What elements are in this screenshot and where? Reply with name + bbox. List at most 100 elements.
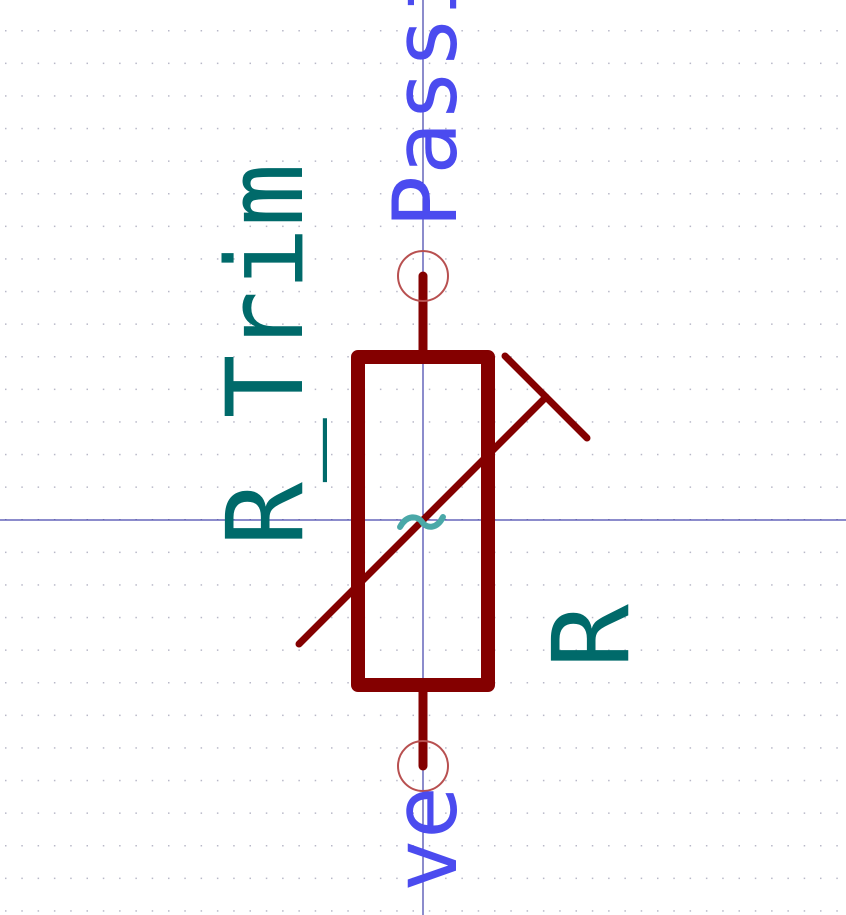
pin-bottom-connection-circle[interactable] — [397, 740, 449, 792]
grid-dot — [591, 682, 594, 684]
grid-dot — [412, 62, 414, 65]
grid-dot — [70, 356, 72, 358]
grid-dot — [314, 95, 317, 97]
grid-dot — [70, 845, 72, 847]
grid-dot — [608, 30, 610, 32]
grid-dot — [86, 127, 88, 130]
grid-dot — [477, 193, 480, 195]
grid-dot — [282, 486, 284, 488]
grid-dot — [119, 95, 121, 97]
grid-dot — [705, 193, 708, 195]
grid-dot — [510, 225, 512, 228]
grid-dot — [200, 453, 203, 456]
grid-dot — [510, 486, 512, 488]
pin-top-connection-circle[interactable] — [397, 250, 449, 302]
grid-dot — [477, 910, 480, 912]
grid-dot — [70, 649, 72, 651]
grid-dot — [86, 421, 88, 423]
grid-dot — [510, 193, 512, 195]
grid-dot — [575, 453, 577, 456]
grid-dot — [542, 95, 545, 97]
grid-dot — [820, 551, 822, 554]
grid-dot — [820, 323, 822, 325]
grid-dot — [216, 193, 219, 195]
grid-dot — [347, 682, 349, 684]
grid-dot — [542, 551, 545, 554]
grid-dot — [526, 812, 529, 814]
grid-dot — [754, 290, 757, 293]
grid-dot — [510, 258, 512, 260]
grid-dot — [102, 486, 105, 488]
grid-dot — [689, 323, 692, 325]
grid-dot — [624, 30, 626, 32]
grid-dot — [86, 649, 88, 651]
grid-dot — [5, 421, 7, 423]
grid-dot — [494, 62, 496, 65]
grid-dot — [70, 225, 72, 228]
grid-dot — [168, 160, 170, 162]
grid-dot — [445, 486, 447, 488]
grid-dot — [168, 714, 170, 717]
grid-dot — [233, 584, 235, 586]
grid-dot — [820, 30, 822, 32]
grid-dot — [53, 388, 56, 391]
grid-dot — [5, 747, 7, 749]
grid-dot — [657, 845, 659, 847]
grid-dot — [168, 290, 170, 293]
grid-dot — [233, 714, 235, 717]
grid-dot — [820, 193, 822, 195]
grid-dot — [803, 193, 806, 195]
grid-dot — [803, 779, 806, 782]
grid-dot — [526, 323, 529, 325]
grid-dot — [591, 486, 594, 488]
grid-dot — [526, 453, 529, 456]
grid-dot — [135, 225, 137, 228]
value-field-label[interactable]: R_Trim — [204, 163, 327, 546]
grid-dot — [542, 127, 545, 130]
grid-dot — [53, 225, 56, 228]
grid-dot — [70, 812, 72, 814]
grid-dot — [200, 910, 203, 912]
grid-dot — [5, 812, 7, 814]
grid-dot — [705, 910, 708, 912]
grid-dot — [477, 551, 480, 554]
grid-dot — [200, 421, 203, 423]
grid-dot — [379, 127, 382, 130]
grid-dot — [331, 356, 333, 358]
grid-dot — [53, 421, 56, 423]
grid-dot — [689, 486, 692, 488]
grid-dot — [200, 30, 203, 32]
grid-dot — [494, 877, 496, 880]
grid-dot — [575, 877, 577, 880]
grid-dot — [37, 812, 40, 814]
grid-dot — [249, 453, 251, 456]
grid-dot — [445, 747, 447, 749]
grid-dot — [494, 812, 496, 814]
grid-dot — [673, 584, 675, 586]
grid-dot — [542, 225, 545, 228]
grid-dot — [657, 584, 659, 586]
grid-dot — [575, 682, 577, 684]
grid-dot — [298, 551, 300, 554]
grid-dot — [771, 551, 773, 554]
grid-dot — [689, 388, 692, 391]
reference-field-label[interactable]: R — [530, 604, 653, 668]
grid-dot — [673, 225, 675, 228]
grid-dot — [102, 388, 105, 391]
grid-dot — [135, 127, 137, 130]
grid-dot — [282, 584, 284, 586]
grid-dot — [624, 95, 626, 97]
grid-dot — [559, 193, 561, 195]
grid-dot — [151, 258, 154, 260]
grid-dot — [542, 421, 545, 423]
grid-dot — [738, 290, 740, 293]
grid-dot — [168, 193, 170, 195]
grid-dot — [787, 812, 789, 814]
grid-dot — [836, 714, 838, 717]
grid-dot — [5, 845, 7, 847]
grid-dot — [608, 584, 610, 586]
grid-dot — [249, 584, 251, 586]
grid-dot — [836, 258, 838, 260]
grid-dot — [86, 910, 88, 912]
grid-dot — [396, 779, 398, 782]
